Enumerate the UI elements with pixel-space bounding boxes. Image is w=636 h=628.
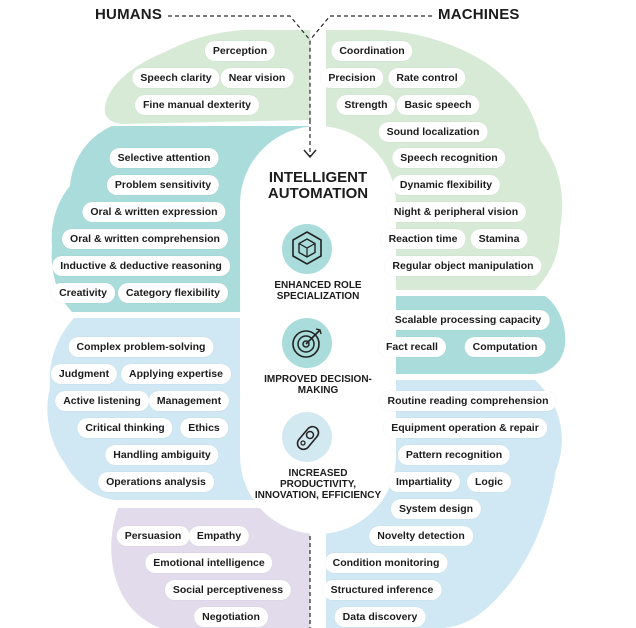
skill-pill: Persuasion [116,526,190,546]
skill-pill: Equipment operation & repair [383,418,547,438]
skill-pill: Novelty detection [369,526,473,546]
skill-pill: Critical thinking [77,418,173,438]
skill-pill: Fine manual dexterity [135,95,259,115]
skill-pill: Night & peripheral vision [385,202,527,222]
skill-pill: Condition monitoring [324,553,448,573]
skill-pill: Management [148,391,230,411]
skill-pill: Impartiality [387,472,461,492]
skill-pill: Pattern recognition [397,445,511,465]
skill-pill: Rate control [388,68,466,88]
skill-pill: Ethics [180,418,228,438]
skill-pill: Applying expertise [121,364,231,384]
skill-pill: Oral & written expression [82,202,226,222]
target-icon [282,318,332,368]
skill-pill: Strength [336,95,396,115]
skill-pill: Computation [464,337,546,357]
skill-pill: Near vision [220,68,294,88]
skill-pill: Social perceptiveness [164,580,292,600]
skill-pill: Creativity [51,283,115,303]
skill-pill: Perception [204,41,276,61]
skill-pill: Dynamic flexibility [391,175,501,195]
skill-pill: Coordination [331,41,413,61]
skill-pill: Regular object manipulation [384,256,542,276]
gear-icon [282,412,332,462]
skill-pill: Oral & written comprehension [62,229,228,249]
skill-pill: Precision [320,68,384,88]
benefit-label-specialization: ENHANCED ROLE SPECIALIZATION [274,280,362,302]
skill-pill: Speech recognition [392,148,506,168]
benefit-label-decision: IMPROVED DECISION-MAKING [264,374,372,396]
skill-pill: Emotional intelligence [145,553,273,573]
skill-pill: Active listening [55,391,149,411]
skill-pill: Inductive & deductive reasoning [52,256,230,276]
skill-pill: Handling ambiguity [105,445,219,465]
skill-pill: Data discovery [334,607,426,627]
benefit-label-productivity: INCREASED PRODUCTIVITY, INNOVATION, EFFI… [254,468,382,501]
skill-pill: Empathy [188,526,250,546]
skill-pill: Routine reading comprehension [379,391,557,411]
skill-pill: Stamina [470,229,528,249]
humans-header: HUMANS [95,6,163,23]
skill-pill: Speech clarity [132,68,220,88]
skill-pill: Sound localization [378,122,488,142]
skill-pill: System design [390,499,482,519]
machines-connector [309,15,432,41]
skill-pill: Reaction time [380,229,466,249]
skill-pill: Logic [467,472,511,492]
skill-pill: Selective attention [109,148,219,168]
skill-pill: Complex problem-solving [68,337,214,357]
skill-pill: Structured inference [322,580,442,600]
skill-pill: Basic speech [396,95,480,115]
skill-pill: Fact recall [378,337,446,357]
machines-header: MACHINES [438,6,520,23]
skill-pill: Operations analysis [98,472,214,492]
skill-pill: Scalable processing capacity [386,310,550,330]
cube-icon [282,224,332,274]
skill-pill: Category flexibility [118,283,228,303]
skill-pill: Problem sensitivity [106,175,220,195]
skill-pill: Negotiation [194,607,268,627]
center-arrowhead [303,149,317,159]
skill-pill: Judgment [50,364,118,384]
